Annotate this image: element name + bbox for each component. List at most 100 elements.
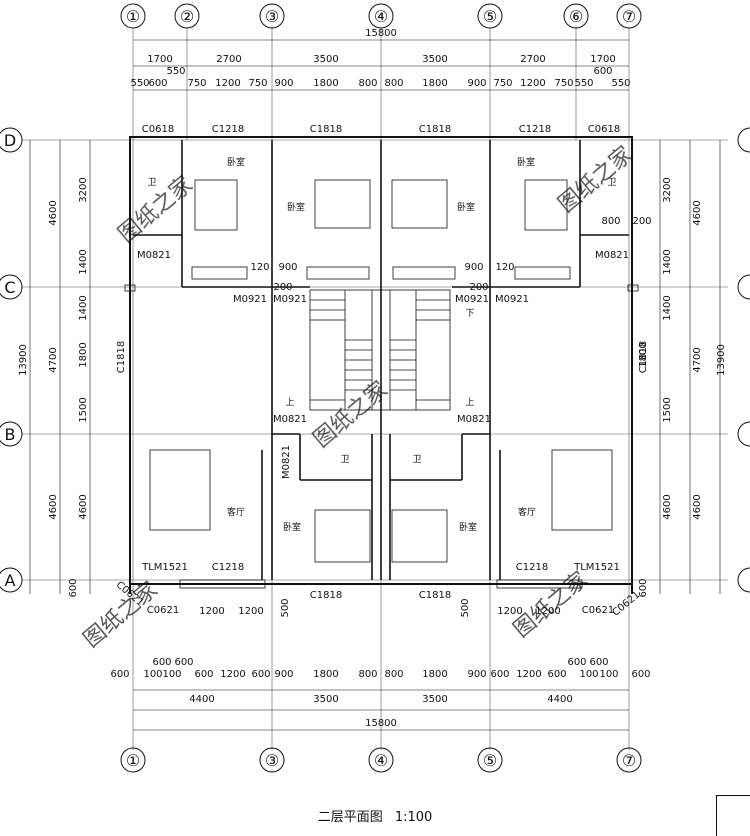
dim-bot-8: 1800 <box>313 669 338 680</box>
room-bath: 卫 <box>412 455 421 465</box>
watermark-text: 图纸之家 <box>309 377 392 453</box>
dim-misc: 120 <box>495 262 514 273</box>
dim-bot-total: 15800 <box>365 718 397 729</box>
door-labels: M0821 M0821 M0921 M0921 M0921 M0921 M082… <box>137 250 629 479</box>
window-label: C1818 <box>419 124 451 135</box>
dim-bot-11: 1800 <box>422 669 447 680</box>
dim-top-2: 2700 <box>216 54 241 65</box>
dim-top2-l7: 900 <box>274 78 293 89</box>
door-label: M0821 <box>595 250 629 261</box>
dim-misc: 1200 <box>535 606 560 617</box>
dim-right-mid-3: 4600 <box>692 494 703 519</box>
dim-bot2-4: 4400 <box>547 694 572 705</box>
dim-misc: 200 <box>273 282 292 293</box>
dim-misc: 120 <box>250 262 269 273</box>
dim-top-1: 1700 <box>147 54 172 65</box>
dim-misc: 1200 <box>238 606 263 617</box>
dim-top2-l1: 550 <box>130 78 149 89</box>
dim-misc: 200 <box>469 282 488 293</box>
dim-bot-14: 1200 <box>516 669 541 680</box>
axis-col-4: ④ <box>374 7 388 26</box>
dim-bot-7: 900 <box>274 669 293 680</box>
top-dimensions: 15800 1700 2700 3500 3500 2700 1700 550 … <box>130 28 630 89</box>
drawing-title-text: 二层平面图 <box>317 810 383 825</box>
room-bedroom: 卧室 <box>227 156 245 168</box>
dim-top2-r7: 550 <box>574 78 593 89</box>
title-block-corner <box>716 795 750 836</box>
window-label: C1818 <box>310 590 342 601</box>
dim-left-mid-3: 4600 <box>48 494 59 519</box>
axis-col-7: ⑦ <box>622 7 636 26</box>
axis-col-bottom-7: ⑦ <box>622 751 636 770</box>
dim-bot-15: 600 <box>547 669 566 680</box>
door-label: M0821 <box>137 250 171 261</box>
dim-right-mid-1: 4600 <box>692 200 703 225</box>
drawing-scale: 1:100 <box>394 810 433 825</box>
dim-bot-9: 800 <box>358 669 377 680</box>
dim-left-inner-5: 1500 <box>78 397 89 422</box>
axis-col-1: ① <box>126 7 140 26</box>
dim-bot-10: 800 <box>384 669 403 680</box>
bed-furniture <box>149 179 613 563</box>
dim-top2-r4: 750 <box>493 78 512 89</box>
dim-right-inner-6: 4600 <box>662 494 673 519</box>
dim-left-inner-7: 600 <box>68 578 79 597</box>
interior-walls <box>133 140 629 580</box>
dim-bot-13: 600 <box>490 669 509 680</box>
window-label: C1218 <box>212 562 244 573</box>
dim-misc: 800 <box>601 216 620 227</box>
left-dimensions: 13900 4600 4700 4600 3200 1400 1400 1800… <box>18 177 89 597</box>
dim-right-inner-4: 1800 <box>638 342 649 367</box>
door-label: M0921 <box>455 294 489 305</box>
room-bath: 卫 <box>607 178 616 188</box>
axis-col-2: ② <box>180 7 194 26</box>
axis-col-3: ③ <box>265 7 279 26</box>
window-label: C1218 <box>516 562 548 573</box>
dim-bot2-3: 3500 <box>422 694 447 705</box>
dim-top2-l8: 1800 <box>313 78 338 89</box>
dim-right-outer: 13900 <box>716 344 727 376</box>
dim-bot-sub-2: 100 <box>162 669 181 680</box>
door-label: M0821 <box>281 445 292 479</box>
room-living: 客厅 <box>227 506 245 518</box>
dim-top2-l9: 800 <box>358 78 377 89</box>
room-bath: 卫 <box>340 455 349 465</box>
window-label: C1818 <box>116 341 127 373</box>
room-bedroom: 卧室 <box>457 201 475 213</box>
dim-right-inner-7: 600 <box>638 578 649 597</box>
room-bedroom: 卧室 <box>459 521 477 533</box>
dim-misc: 200 <box>632 216 651 227</box>
dim-bot-3: 600 <box>174 657 193 668</box>
axis-col-bottom-1: ① <box>126 751 140 770</box>
room-bedroom: 卧室 <box>517 156 535 168</box>
dim-bot-4: 600 <box>194 669 213 680</box>
dim-top2-r1: 800 <box>384 78 403 89</box>
room-bedroom: 卧室 <box>287 201 305 213</box>
room-living: 客厅 <box>518 506 536 518</box>
misc-dimensions: 120 900 200 120 900 200 800 200 1200 120… <box>199 216 651 618</box>
dim-misc: 900 <box>464 262 483 273</box>
dim-top2-l2: 600 <box>148 78 167 89</box>
dim-left-inner-3: 1400 <box>78 295 89 320</box>
dim-top-4: 3500 <box>422 54 447 65</box>
wardrobes <box>191 266 571 280</box>
dim-top-5: 2700 <box>520 54 545 65</box>
dim-misc: 1200 <box>199 606 224 617</box>
axis-row-a: A <box>5 571 16 590</box>
staircase <box>309 289 451 411</box>
window-label: C1818 <box>638 341 649 373</box>
axis-row-d: D <box>4 131 16 150</box>
drawing-title: 二层平面图 1:100 <box>0 806 750 825</box>
dimension-lines <box>29 39 721 731</box>
stair-up: 上 <box>465 397 474 408</box>
dim-bot-sub-4: 100 <box>599 669 618 680</box>
right-dimensions: 13900 4600 4700 4600 3200 1400 1400 1800… <box>638 177 727 597</box>
door-label: M0821 <box>273 414 307 425</box>
axis-row-b: B <box>5 425 16 444</box>
dim-top2-r9: 550 <box>611 78 630 89</box>
dim-right-inner-1: 3200 <box>662 177 673 202</box>
dim-left-mid-1: 4600 <box>48 200 59 225</box>
dim-left-mid-2: 4700 <box>48 347 59 372</box>
room-bath: 卫 <box>147 178 156 188</box>
